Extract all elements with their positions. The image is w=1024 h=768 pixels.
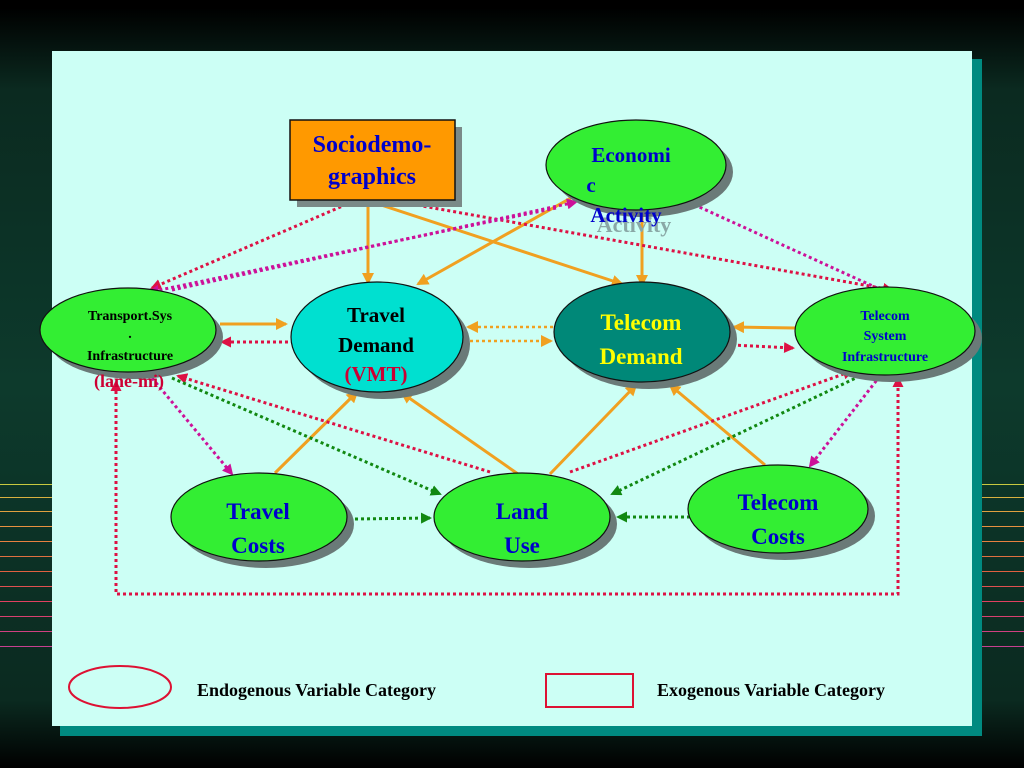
arrow-transport-infra-to-travel-costs [150,377,234,476]
arrow-socio-to-telecom-demand [374,201,624,287]
arrow-land-use-to-transport-infra [176,373,491,474]
arrow-land-use-to-telecom-demand [548,383,638,476]
transport-infra-line1: Transport.Sys [88,309,173,324]
legend-exogenous-label: Exogenous Variable Category [657,680,885,700]
telecom-infra-line3: Infrastructure [842,350,928,365]
legend-endogenous-symbol [68,665,172,709]
telecom-costs-line2: Costs [751,524,805,549]
node-telecom-infrastructure: Telecom System Infrastructure [794,286,982,382]
telecom-infra-line1: Telecom [860,309,910,324]
arrow-transport-infra-to-land-use [171,376,442,496]
land-use-line2: Use [504,533,540,558]
node-travel-demand: Travel Demand (VMT) [290,281,470,399]
transport-infra-line3: Infrastructure [87,349,173,364]
legend: Endogenous Variable Category Exogenous V… [68,665,885,709]
legend-endogenous-label: Endogenous Variable Category [197,680,436,700]
arrow-telecom-infra-to-land-use [610,374,861,496]
arrow-telecom-costs-to-telecom-demand [668,383,766,467]
arrow-economic-to-travel-demand [416,188,586,286]
arrows [110,188,904,596]
node-land-use: Land Use [433,472,617,568]
node-transport-infrastructure: Transport.Sys . Infrastructure (lane-mi) [39,287,223,392]
telecom-infra-line2: System [864,329,907,344]
arrow-land-use-to-telecom-infra [569,368,854,474]
economic-activity-ghost: Activity [597,212,672,237]
travel-demand-line1: Travel [347,303,405,327]
transport-infra-line2: . [128,327,132,342]
economic-activity-line2: c [586,173,595,197]
sociodemographics-line2: graphics [328,164,416,190]
arrow-socio-to-transport-infra [150,200,353,290]
travel-costs-line2: Costs [231,533,285,558]
node-economic-activity: Activity Economi c Activity [545,119,733,237]
arrow-telecom-demand-to-telecom-infra [731,342,795,354]
economic-activity-line3: Activity [590,203,662,227]
travel-costs-line1: Travel [226,499,289,524]
telecom-demand-line1: Telecom [601,310,682,335]
travel-demand-line2: Demand [338,333,414,357]
arrow-telecom-infra-to-telecom-demand [732,321,796,334]
node-travel-costs: Travel Costs [170,472,354,568]
arrow-telecom-infra-to-economic [682,198,889,295]
arrow-telecom-infra-to-telecom-costs [808,375,882,468]
telecom-demand-line2: Demand [599,344,682,369]
sociodemographics-line1: Sociodemo- [313,132,432,158]
arrow-loop-transport-telecom [114,376,904,596]
travel-demand-line3: (VMT) [345,362,408,386]
arrow-economic-to-transport-infra [148,206,557,296]
transport-infra-line4: (lane-mi) [94,371,164,392]
legend-exogenous-symbol [545,673,634,708]
arrow-socio-to-telecom-infra [399,200,894,294]
arrow-land-use-to-travel-demand [400,391,519,476]
node-sociodemographics: Sociodemo- graphics [289,119,462,207]
land-use-line1: Land [496,499,549,524]
arrow-travel-costs-to-land-use [354,512,432,524]
telecom-costs-line1: Telecom [738,490,819,515]
node-telecom-demand: Telecom Demand [553,281,737,389]
arrow-travel-costs-to-travel-demand [273,390,359,475]
economic-activity-line1: Economi [591,143,671,167]
arrow-transport-infra-to-economic [171,198,578,292]
node-telecom-costs: Telecom Costs [687,464,875,560]
slide-panel [52,51,972,726]
